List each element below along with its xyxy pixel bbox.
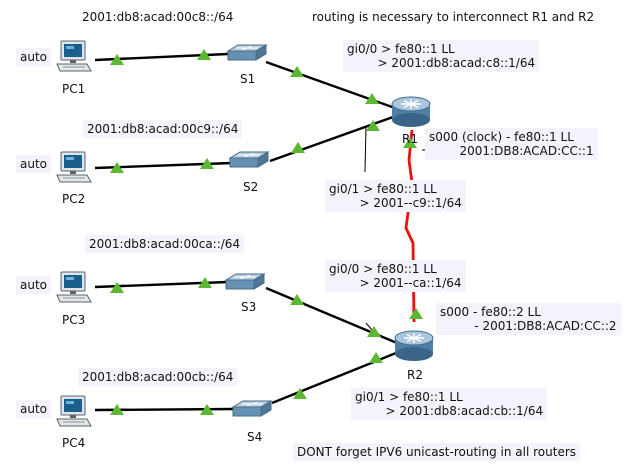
s3-switch-icon bbox=[225, 273, 265, 290]
r1-router-icon bbox=[391, 96, 431, 128]
port-status-pc2 bbox=[110, 162, 124, 173]
serial-link-r1-r2 bbox=[404, 129, 416, 323]
r1-gi00-config: gi0/0 > fe80::1 LL > 2001:db8:acad:c8::1… bbox=[343, 40, 540, 72]
port-status-s2-r1 bbox=[291, 142, 305, 153]
port-status-s2-pc2 bbox=[200, 158, 214, 169]
port-status-s3-r2 bbox=[290, 294, 304, 305]
network-label-pc3: 2001:db8:acad:00ca::/64 bbox=[85, 235, 245, 253]
callout-line-r2-gi00 bbox=[365, 322, 373, 331]
port-status-r1-gi00 bbox=[365, 93, 379, 104]
note-routing: routing is necessary to interconnect R1 … bbox=[312, 10, 595, 24]
pc4-name: PC4 bbox=[62, 436, 86, 450]
network-label-pc2: 2001:db8:acad:00c9::/64 bbox=[83, 120, 243, 138]
r2-gi00-config: gi0/0 > fe80::1 LL > 2001--ca::1/64 bbox=[325, 260, 466, 292]
pc1-state-label: auto bbox=[16, 48, 52, 66]
port-status-s4-r2 bbox=[293, 388, 307, 399]
pc1-name: PC1 bbox=[62, 82, 86, 96]
pc2-name: PC2 bbox=[62, 192, 86, 206]
s2-switch-icon bbox=[229, 151, 269, 168]
r1-gi01-config: gi0/1 > fe80::1 LL > 2001--c9::1/64 bbox=[325, 180, 466, 212]
pc4-icon bbox=[56, 395, 92, 427]
pc3-state-label: auto bbox=[16, 276, 52, 294]
s4-switch-icon bbox=[232, 400, 272, 417]
s4-name: S4 bbox=[247, 430, 263, 444]
port-status-s1-pc1 bbox=[197, 49, 211, 60]
network-label-pc4: 2001:db8:acad:00cb::/64 bbox=[78, 368, 238, 386]
port-status-r2-gi00 bbox=[367, 326, 381, 337]
port-status-s3-pc3 bbox=[198, 277, 212, 288]
port-status-pc1 bbox=[110, 54, 124, 65]
port-status-pc4 bbox=[110, 404, 124, 415]
port-status-r2-gi01 bbox=[369, 352, 383, 363]
port-status-r2-s000 bbox=[409, 308, 423, 319]
note-ipv6-unicast-routing: DONT forget IPV6 unicast-routing in all … bbox=[293, 443, 581, 461]
port-status-s1-r1 bbox=[290, 66, 304, 77]
s2-name: S2 bbox=[243, 180, 259, 194]
port-status-pc3 bbox=[110, 282, 124, 293]
r2-s000-config: s000 - fe80::2 LL - 2001:DB8:ACAD:CC::2 bbox=[436, 303, 621, 335]
r2-gi01-config: gi0/1 > fe80::1 LL > 2001:db8:acad:cb::1… bbox=[351, 388, 548, 420]
r1-name: R1 bbox=[402, 132, 418, 146]
port-status-s4-pc4 bbox=[200, 404, 214, 415]
s3-name: S3 bbox=[241, 300, 257, 314]
r2-router-icon bbox=[394, 330, 434, 362]
pc3-icon bbox=[56, 271, 92, 303]
pc2-state-label: auto bbox=[16, 155, 52, 173]
network-label-pc1: 2001:db8:acad:00c8::/64 bbox=[82, 10, 234, 24]
port-status-r1-s000 bbox=[403, 137, 417, 148]
r1-s000-config: s000 (clock) - fe80::1 LL 2001:DB8:ACAD:… bbox=[425, 128, 598, 160]
s1-name: S1 bbox=[240, 72, 256, 86]
callout-line-r1-gi01 bbox=[364, 125, 367, 173]
s1-switch-icon bbox=[227, 44, 267, 61]
pc4-state-label: auto bbox=[16, 400, 52, 418]
pc1-icon bbox=[56, 40, 92, 72]
pc2-icon bbox=[56, 151, 92, 183]
port-status-r1-gi01 bbox=[366, 120, 380, 131]
pc3-name: PC3 bbox=[62, 313, 86, 327]
r2-name: R2 bbox=[407, 368, 423, 382]
